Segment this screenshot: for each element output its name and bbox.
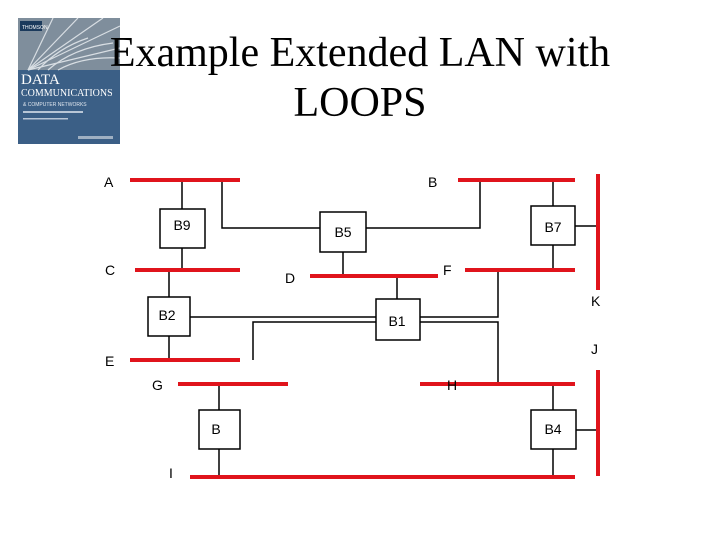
lan-labels: A B C D F K J E G H I (104, 174, 601, 481)
book-title-line1: DATA (21, 72, 60, 88)
slide-title-line2: LOOPS (293, 80, 427, 126)
bridge-b1: B1 (375, 298, 421, 341)
lan-label-f: F (443, 262, 452, 278)
bridge-b9-label: B9 (173, 217, 190, 233)
bridge-b7-label: B7 (544, 219, 561, 235)
lan-label-e: E (105, 353, 114, 369)
bridge-b: B (198, 409, 241, 450)
book-title-line3: & COMPUTER NETWORKS (23, 102, 87, 108)
bridge-b7: B7 (530, 205, 576, 246)
lan-label-j: J (591, 341, 598, 357)
bridge-b-label: B (211, 421, 220, 437)
bridge-b1-label: B1 (388, 313, 405, 329)
book-cover-image: THOMSON DATA COMMUNICATIONS & COMPUTER N… (18, 18, 120, 144)
lan-label-i: I (169, 465, 173, 481)
lan-segments (130, 174, 600, 479)
lan-label-c: C (105, 262, 115, 278)
lan-label-g: G (152, 377, 163, 393)
bridge-b2: B2 (147, 296, 191, 337)
lan-label-h: H (447, 377, 457, 393)
lan-label-d: D (285, 270, 295, 286)
lan-label-a: A (104, 174, 114, 190)
bridges: B9 B5 B7 B2 B1 B B4 (147, 205, 577, 450)
bridge-b9: B9 (159, 208, 206, 249)
bridge-b4-label: B4 (544, 421, 561, 437)
bridge-b5-label: B5 (334, 224, 351, 240)
book-publisher: THOMSON (22, 25, 48, 31)
bridge-b2-label: B2 (158, 307, 175, 323)
slide-title-line1: Example Extended LAN with (109, 30, 611, 76)
book-title-line2: COMMUNICATIONS (21, 88, 113, 99)
bridge-b4: B4 (530, 409, 577, 450)
bridge-b5: B5 (319, 211, 367, 253)
lan-label-k: K (591, 293, 601, 309)
slide-title: Example Extended LAN with LOOPS (60, 28, 660, 128)
connection-wires (168, 180, 598, 477)
lan-label-b: B (428, 174, 437, 190)
